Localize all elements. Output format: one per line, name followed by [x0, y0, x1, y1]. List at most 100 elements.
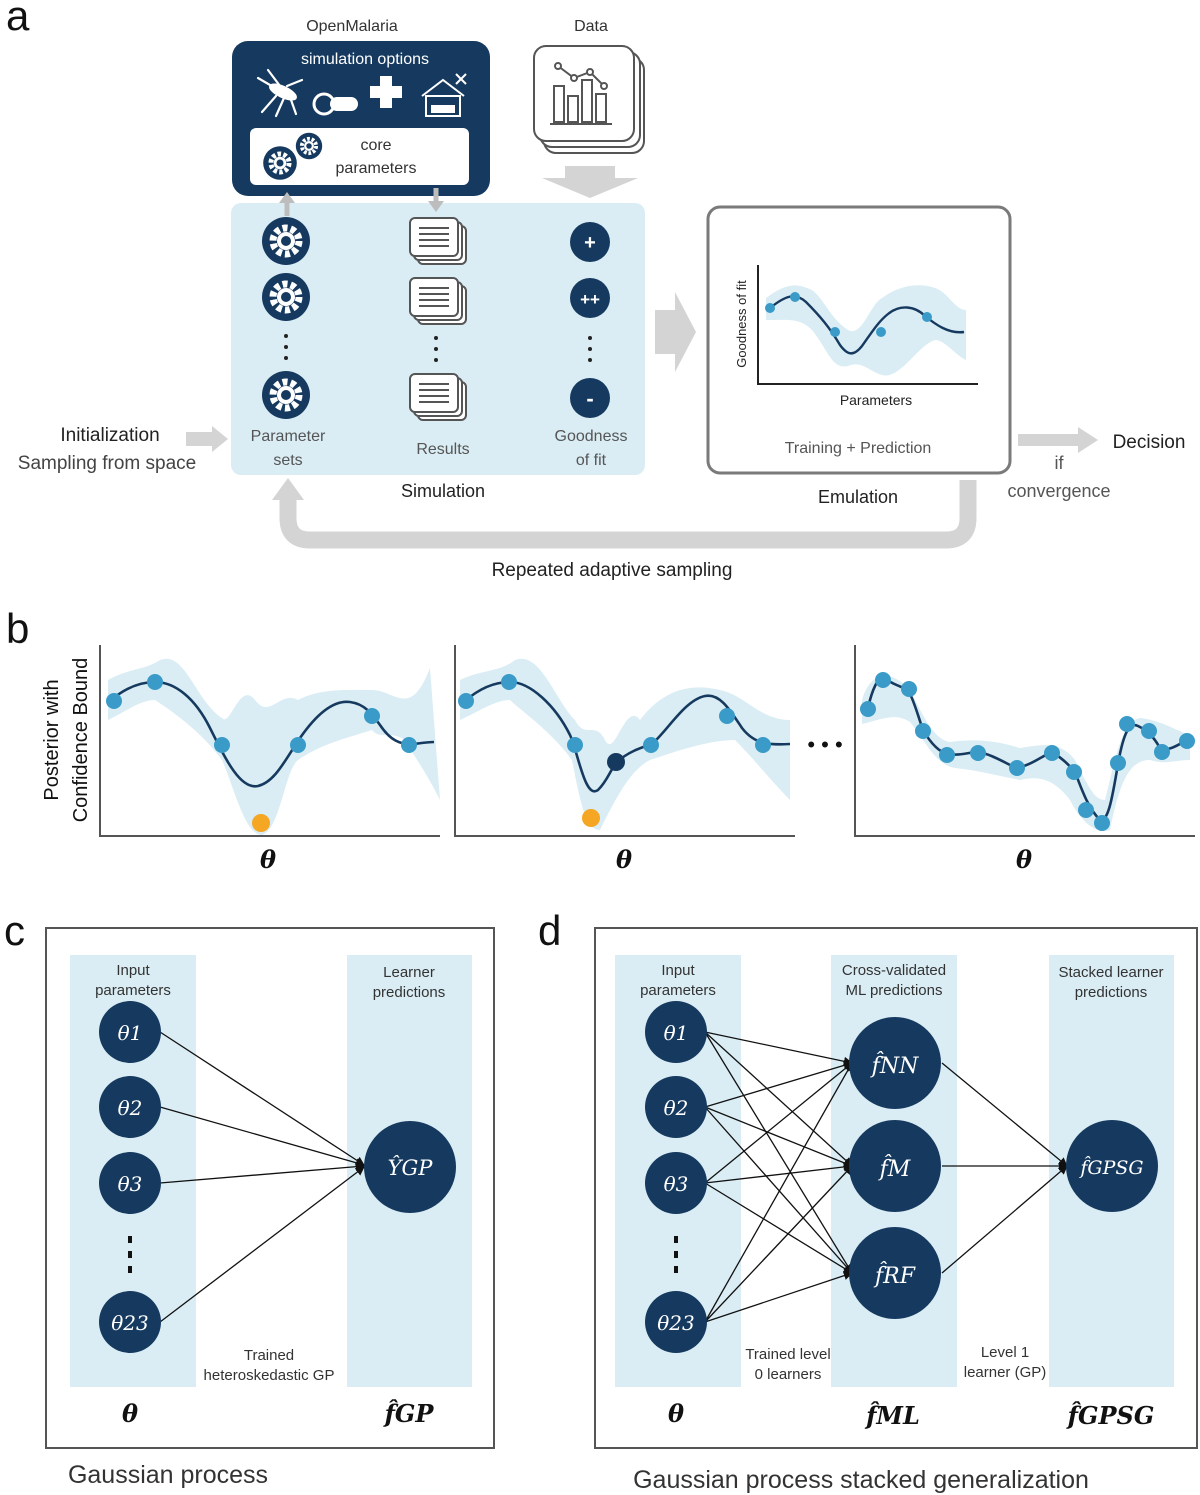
panel-d-letter: d: [538, 907, 561, 954]
learner-predictions-line1: Learner: [383, 964, 435, 981]
theta-node-3: θ3: [99, 1152, 161, 1214]
convergence-label: convergence: [1007, 481, 1110, 501]
panel-d: d Input parameters Cross-validated ML pr…: [538, 907, 1198, 1494]
emulation-label: Emulation: [818, 487, 898, 507]
if-label: if: [1055, 453, 1065, 473]
d-input-parameters-line1: Input: [661, 962, 695, 979]
f-gp-label: f̂GP: [383, 1399, 435, 1428]
result-document-icon: [409, 217, 467, 265]
posterior-axes-3: [854, 645, 1195, 837]
simulation-box: [231, 203, 645, 475]
learner-predictions-line2: predictions: [373, 984, 446, 1001]
posterior-points-3: [860, 672, 1195, 831]
next-sample-point-1: [252, 814, 270, 832]
repeated-adaptive-sampling-label: Repeated adaptive sampling: [492, 560, 733, 581]
core-label-line2: parameters: [336, 160, 417, 177]
input-parameters-line2: parameters: [95, 982, 171, 999]
gp-output-node: ŶGP: [364, 1121, 456, 1213]
posterior-axes-2: [454, 645, 795, 837]
svg-text:ŶGP: ŶGP: [388, 1156, 434, 1180]
panel-b-letter: b: [6, 605, 29, 652]
panel-a-letter: a: [6, 0, 30, 39]
svg-text:f̂M: f̂M: [878, 1155, 911, 1182]
emulation-x-label: Parameters: [840, 392, 912, 408]
svg-text:θ23: θ23: [111, 1311, 149, 1335]
result-document-icon: [409, 277, 467, 325]
d-theta-ellipsis: [674, 1236, 678, 1273]
learner-node-m: f̂M: [849, 1120, 941, 1212]
data-chart-icon: [533, 45, 645, 154]
parameter-gear-icon: [262, 217, 310, 265]
svg-text:f̂RF: f̂RF: [873, 1262, 916, 1289]
stacked-learner-line2: predictions: [1075, 984, 1148, 1001]
parameter-sets-line2: sets: [273, 452, 302, 469]
input-parameters-line1: Input: [116, 962, 150, 979]
theta-x-label-2: θ: [616, 845, 632, 874]
stacked-output-node: f̂GPSG: [1066, 1120, 1158, 1212]
new-sample-point-2: [607, 753, 625, 771]
svg-text:f̂GPSG: f̂GPSG: [1078, 1156, 1143, 1179]
gof-label-line1: Goodness: [555, 428, 628, 445]
svg-text:f̂NN: f̂NN: [870, 1052, 919, 1079]
gof-minus-icon: -: [570, 378, 610, 418]
theta-x-label-1: θ: [260, 845, 276, 874]
gear-to-core-arrow: [279, 192, 295, 216]
theta-node-23: θ23: [99, 1291, 161, 1353]
emulation-y-label: Goodness of fit: [734, 280, 749, 368]
cross-validated-line2: ML predictions: [846, 982, 943, 999]
posterior-axes-1: [99, 645, 440, 837]
trained-gp-line2: heteroskedastic GP: [204, 1367, 335, 1384]
cross-validated-line1: Cross-validated: [842, 962, 946, 979]
gpsg-caption: Gaussian process stacked generalization: [633, 1466, 1089, 1494]
d-theta-node-3: θ3: [645, 1152, 707, 1214]
level0-line2: 0 learners: [755, 1366, 822, 1383]
panel-a: a OpenMalaria simulation options: [6, 0, 1185, 581]
decision-label: Decision: [1113, 432, 1186, 453]
posterior-points-1: [106, 674, 417, 753]
panel-c: c Input parameters Learner predictions θ…: [4, 907, 495, 1489]
initialization-label: Initialization: [60, 425, 159, 446]
posterior-band-3: [862, 675, 1190, 831]
parameter-gear-icon: [262, 371, 310, 419]
results-ellipsis: [434, 336, 438, 362]
f-gpsg-label: f̂GPSG: [1066, 1401, 1155, 1430]
gof-ellipsis: [588, 336, 592, 362]
medical-cross-icon: [370, 76, 402, 108]
level1-line2: learner (GP): [964, 1364, 1047, 1381]
sampling-from-space-label: Sampling from space: [18, 453, 196, 474]
results-label: Results: [416, 441, 469, 458]
mosquito-icon: [256, 68, 304, 118]
svg-text:-: -: [586, 386, 593, 411]
theta-node-1: θ1: [99, 1001, 161, 1063]
svg-text:θ2: θ2: [118, 1096, 143, 1120]
init-arrow: [186, 426, 228, 452]
decision-arrow: [1018, 427, 1098, 453]
level1-line1: Level 1: [981, 1344, 1029, 1361]
svg-text:θ23: θ23: [657, 1311, 695, 1335]
svg-text:θ1: θ1: [118, 1021, 143, 1045]
bednet-house-icon: [421, 73, 467, 117]
d-theta-node-1: θ1: [645, 1001, 707, 1063]
openmalaria-title: OpenMalaria: [306, 18, 398, 35]
theta-ellipsis: [128, 1236, 132, 1273]
emulation-axes: [757, 265, 978, 385]
level0-edges: [704, 1031, 853, 1323]
parameter-gear-icon: [262, 273, 310, 321]
more-iterations-ellipsis: • • •: [807, 732, 842, 757]
emulation-points: [765, 292, 932, 337]
data-down-arrow: [542, 166, 638, 198]
trained-gp-line1: Trained: [244, 1347, 294, 1364]
svg-text:θ2: θ2: [664, 1096, 689, 1120]
gp-edges: [159, 1031, 365, 1323]
svg-text:θ3: θ3: [664, 1172, 689, 1196]
feedback-loop-arrowhead: [272, 478, 304, 500]
gof-plus-icon: +: [570, 222, 610, 262]
pill-icon: [312, 92, 358, 116]
f-ml-label: f̂ML: [864, 1401, 920, 1430]
gof-plusplus-icon: ++: [570, 278, 610, 318]
d-theta-node-2: θ2: [645, 1076, 707, 1138]
panel-b: b Posterior with Confidence Bound θ θ • …: [6, 605, 1195, 874]
svg-text:++: ++: [580, 290, 600, 309]
gof-label-line2: of fit: [576, 452, 607, 469]
